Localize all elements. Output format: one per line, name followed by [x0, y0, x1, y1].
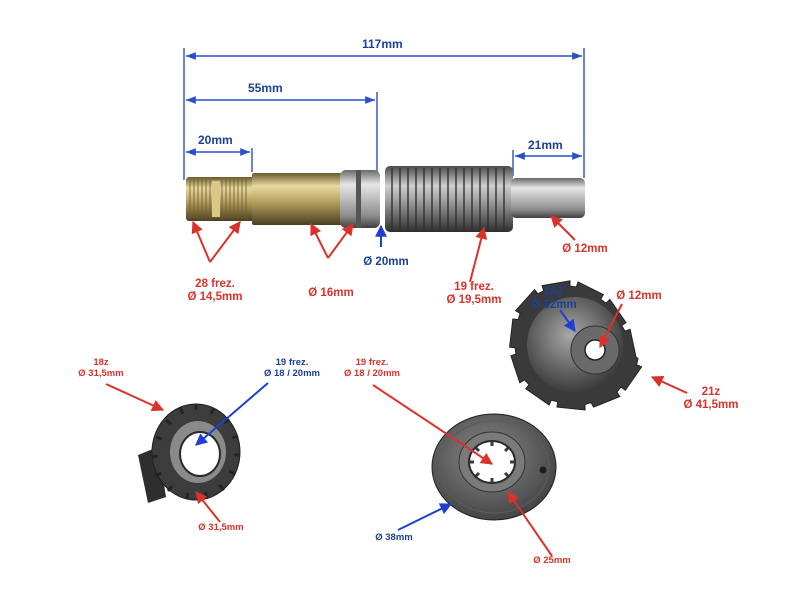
sleeve-callout-arrows	[105, 382, 269, 523]
shaft-spline-19-count: 19 frez.	[454, 281, 494, 293]
shaft-dia-20-label: Ø 20mm	[363, 256, 409, 268]
sleeve-teeth-18z-diameter: Ø 31,5mm	[78, 367, 124, 379]
dim-label-55: 55mm	[248, 81, 283, 95]
gear-teeth-21z-label: 21z Ø 41,5mm	[676, 386, 746, 412]
gear-teeth-18z-diameter: Ø 32mm	[531, 299, 577, 312]
sleeve-spline-19-diameter: Ø 18 / 20mm	[264, 367, 320, 379]
gear-teeth-21z-count: 21z	[701, 386, 721, 398]
gear-callout-arrows	[559, 303, 688, 394]
shaft-spline-28-label: 28 frez. Ø 14,5mm	[175, 278, 255, 304]
ratchet-sleeve-icon	[138, 403, 241, 503]
ring-outer-dia-label: Ø 38mm	[375, 532, 413, 543]
ratchet-ring-icon	[431, 413, 557, 521]
kickstart-shaft-icon	[186, 166, 585, 232]
shaft-spline-28-diameter: Ø 14,5mm	[187, 291, 243, 304]
shaft-spline-19-diameter: Ø 19,5mm	[446, 294, 502, 307]
gear-bore-12-label: Ø 12mm	[616, 290, 662, 302]
shaft-dia-12-label: Ø 12mm	[562, 243, 608, 255]
ring-spline-19-label: 19 frez. Ø 18 / 20mm	[334, 357, 410, 380]
dimension-lines	[183, 48, 585, 180]
shaft-dia-16-label: Ø 16mm	[308, 287, 354, 299]
sleeve-teeth-18z-count: 18z	[93, 357, 109, 368]
dim-label-21: 21mm	[528, 138, 563, 152]
shaft-callout-arrows	[191, 215, 576, 283]
drive-gear-icon	[509, 280, 643, 411]
gear-teeth-18z-count: 18Z	[544, 286, 564, 298]
sleeve-spline-19-label: 19 frez. Ø 18 / 20mm	[254, 357, 330, 380]
ring-spline-19-diameter: Ø 18 / 20mm	[344, 367, 400, 379]
sleeve-spline-19-count: 19 frez.	[275, 357, 309, 368]
ring-spline-19-count: 19 frez.	[355, 357, 389, 368]
sleeve-teeth-18z-label: 18z Ø 31,5mm	[68, 357, 134, 380]
ring-hub-dia-label: Ø 25mm	[533, 555, 571, 566]
shaft-spline-28-count: 28 frez.	[195, 278, 235, 290]
gear-teeth-21z-diameter: Ø 41,5mm	[683, 399, 739, 412]
dim-label-117: 117mm	[362, 37, 403, 51]
dim-label-20: 20mm	[198, 133, 233, 147]
gear-teeth-18z-label: 18Z Ø 32mm	[524, 286, 584, 312]
ring-callout-arrows	[372, 384, 553, 557]
shaft-spline-19-label: 19 frez. Ø 19,5mm	[434, 281, 514, 307]
sleeve-outer-dia-label: Ø 31,5mm	[198, 522, 244, 533]
